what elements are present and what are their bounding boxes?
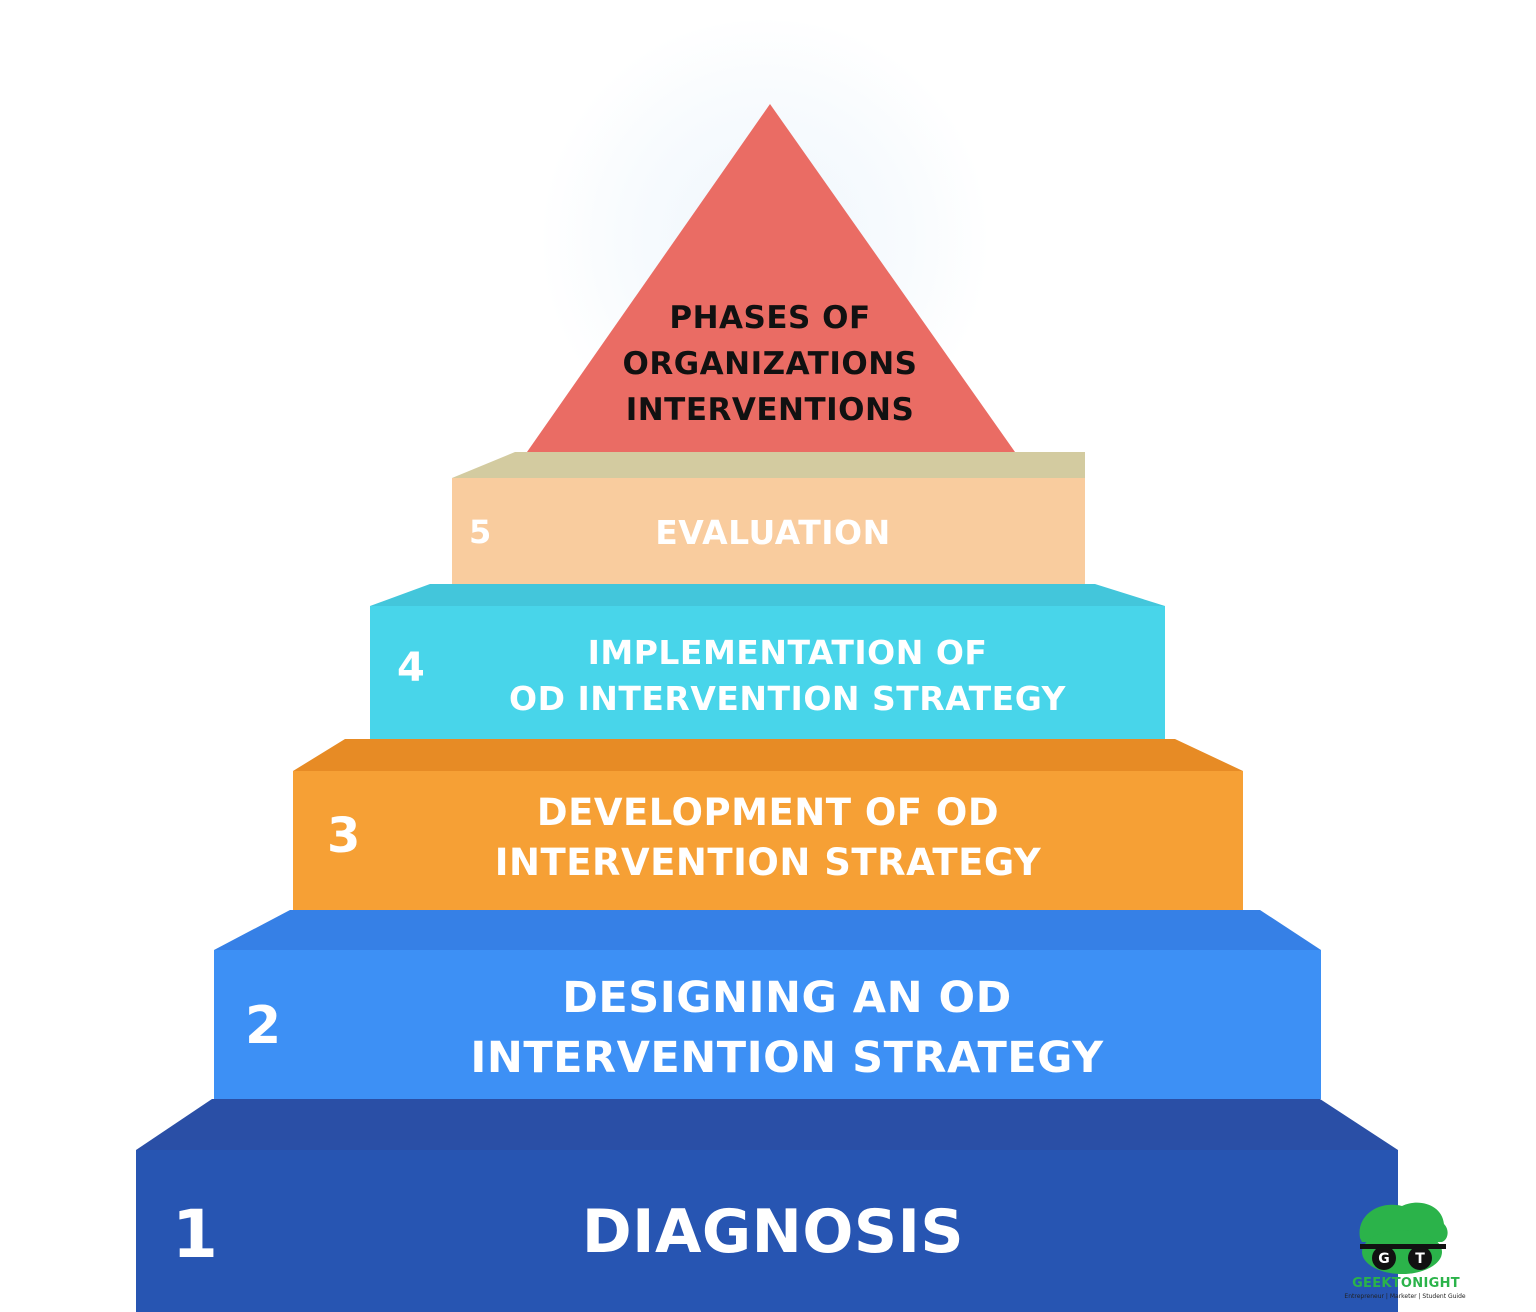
step-1-label: DIAGNOSIS	[540, 1196, 1006, 1268]
step-3-number: 3	[327, 808, 361, 864]
step-4-number: 4	[397, 645, 425, 691]
step-2-label-line-2: INTERVENTION STRATEGY	[470, 1033, 1104, 1083]
step-2-face	[214, 950, 1321, 1099]
step-5-top	[452, 452, 1085, 478]
step-3-face	[293, 771, 1243, 910]
step-3-label-line-1: DEVELOPMENT OF OD	[536, 791, 1000, 834]
step-4-label-line-2: OD INTERVENTION STRATEGY	[509, 679, 1066, 718]
title-line-2: ORGANIZATIONS	[622, 346, 918, 382]
step-1-face	[136, 1150, 1398, 1312]
step-5-number: 5	[469, 513, 492, 551]
logo-hair	[1359, 1202, 1448, 1242]
logo-lens-left	[1372, 1246, 1396, 1270]
logo-letter-t: T	[1415, 1251, 1425, 1267]
step-1-number: 1	[172, 1196, 218, 1273]
step-4-label: IMPLEMENTATION OF OD INTERVENTION STRATE…	[480, 630, 1095, 722]
step-4-label-line-1: IMPLEMENTATION OF	[587, 633, 988, 672]
step-2-number: 2	[245, 996, 282, 1056]
step-4-top	[370, 584, 1165, 606]
diagram-title: PHASES OF ORGANIZATIONS INTERVENTIONS	[560, 295, 980, 433]
title-line-1: PHASES OF	[669, 300, 871, 336]
step-1-top	[136, 1099, 1398, 1150]
step-2-top	[214, 910, 1321, 950]
step-5-label: EVALUATION	[560, 513, 986, 553]
step-3-top	[293, 739, 1243, 771]
logo-letter-g: G	[1378, 1251, 1390, 1267]
step-2-label-line-1: DESIGNING AN OD	[562, 973, 1012, 1023]
geektonight-logo: G T	[1359, 1202, 1448, 1274]
step-3-label-line-2: INTERVENTION STRATEGY	[494, 841, 1042, 884]
logo-glasses-bar	[1360, 1244, 1446, 1249]
logo-wordmark: GEEKTONIGHT	[1352, 1276, 1460, 1291]
apex-triangle	[527, 104, 1015, 452]
step-2-label: DESIGNING AN OD INTERVENTION STRATEGY	[440, 968, 1134, 1088]
step-1-label-line-1: DIAGNOSIS	[581, 1197, 965, 1267]
logo-lens-right	[1408, 1246, 1432, 1270]
step-4-face	[370, 606, 1165, 739]
step-3-label: DEVELOPMENT OF OD INTERVENTION STRATEGY	[470, 788, 1066, 888]
step-5-face	[452, 478, 1085, 584]
title-line-3: INTERVENTIONS	[625, 392, 915, 428]
logo-tagline: Entrepreneur | Marketer | Student Guide	[1344, 1293, 1466, 1300]
step-5-label-line-1: EVALUATION	[655, 513, 891, 552]
